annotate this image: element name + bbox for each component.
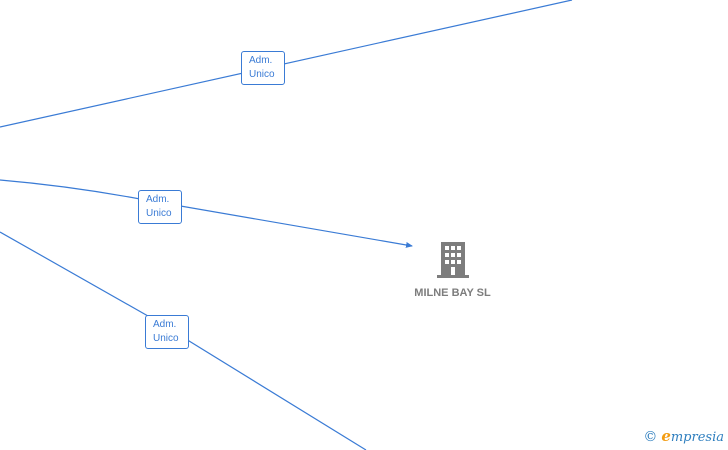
edge-line-middle bbox=[0, 179, 413, 248]
copyright-icon: © bbox=[643, 429, 658, 445]
edge-label-role-detail: Unico bbox=[146, 208, 172, 219]
company-node[interactable]: MILNE BAY SL bbox=[405, 242, 500, 299]
edge-label-bottom[interactable]: Adm. Unico bbox=[145, 315, 189, 349]
edge-label-role-detail: Unico bbox=[153, 333, 179, 344]
edge-label-role-detail: Unico bbox=[249, 69, 275, 80]
brand-logo-initial: e bbox=[661, 427, 671, 445]
edge-line-top bbox=[0, 0, 573, 128]
building-icon bbox=[436, 242, 469, 278]
edge-label-middle[interactable]: Adm. Unico bbox=[138, 190, 182, 224]
company-name[interactable]: MILNE BAY SL bbox=[414, 287, 491, 299]
edge-label-top[interactable]: Adm. Unico bbox=[241, 51, 285, 85]
edge-label-role: Adm. bbox=[249, 55, 273, 66]
brand-logo-text: mpresia bbox=[670, 430, 724, 445]
empresia-watermark: ©empresia bbox=[643, 427, 724, 445]
edge-label-role: Adm. bbox=[146, 194, 170, 205]
edge-label-role: Adm. bbox=[153, 319, 177, 330]
